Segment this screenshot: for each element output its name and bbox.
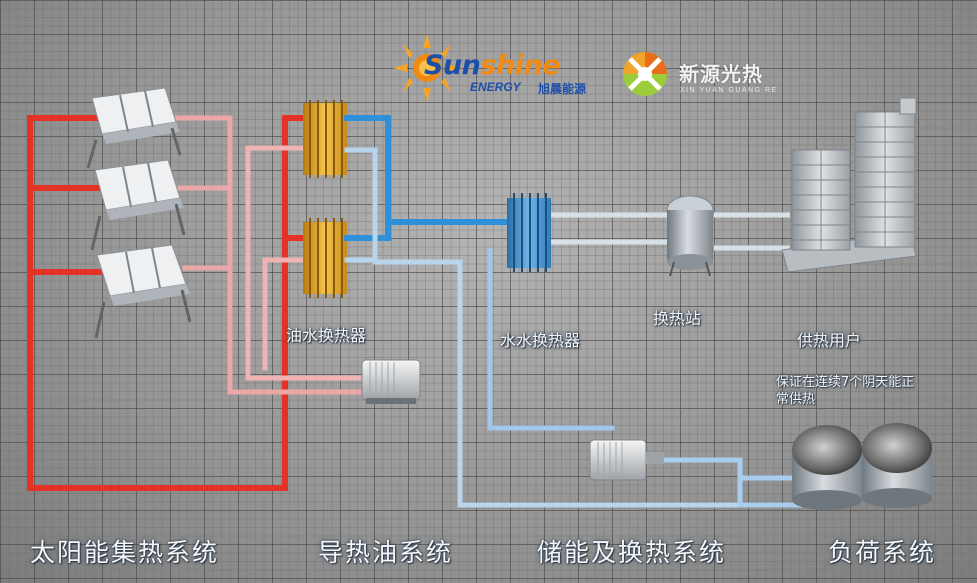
label-oil-water-hx: 油水换热器 <box>286 326 367 345</box>
xinyuan-logo-pinyin: XIN YUAN GUANG RE <box>680 87 778 94</box>
water-water-heat-exchanger <box>507 193 551 272</box>
oil-water-heat-exchanger-bottom <box>303 218 347 298</box>
label-heat-users: 供热用户 <box>797 331 862 350</box>
solar-collector-2 <box>90 159 186 251</box>
sunshine-logo-word: Sunshine <box>424 50 560 81</box>
sunshine-logo-sun: Sun <box>424 50 481 81</box>
label-heat-station: 换热站 <box>653 309 702 328</box>
label-oil-system: 导热油系统 <box>318 538 454 567</box>
sunshine-logo-cn: 旭晨能源 <box>538 82 587 96</box>
xinyuan-logo-mark <box>623 52 667 96</box>
solar-collector-3 <box>94 244 192 339</box>
residential-buildings <box>781 97 917 273</box>
supply-pipes <box>551 212 790 251</box>
storage-tank-2 <box>862 423 932 508</box>
storage-note: 保证在连续7个阴天能正常供热 <box>776 375 915 407</box>
oil-system-pipes <box>344 115 803 508</box>
sunshine-logo-energy: ENERGY <box>470 80 521 94</box>
label-solar-system: 太阳能集热系统 <box>30 538 220 567</box>
solar-pipe-loop <box>27 115 368 491</box>
label-storage-system: 储能及换热系统 <box>537 538 727 567</box>
sunshine-logo-shine: shine <box>480 50 560 81</box>
heat-station-tank <box>666 195 714 277</box>
solar-collector-1 <box>86 87 182 169</box>
label-load-system: 负荷系统 <box>828 538 937 567</box>
storage-tank-1 <box>792 425 862 510</box>
storage-pump-motor <box>589 439 664 481</box>
label-water-water-hx: 水水换热器 <box>500 331 581 350</box>
oil-pump-motor <box>361 359 421 404</box>
oil-water-heat-exchanger-top <box>303 100 347 178</box>
xinyuan-logo-cn: 新源光热 <box>679 62 763 86</box>
sunshine-logo-sun-mark <box>393 34 461 102</box>
